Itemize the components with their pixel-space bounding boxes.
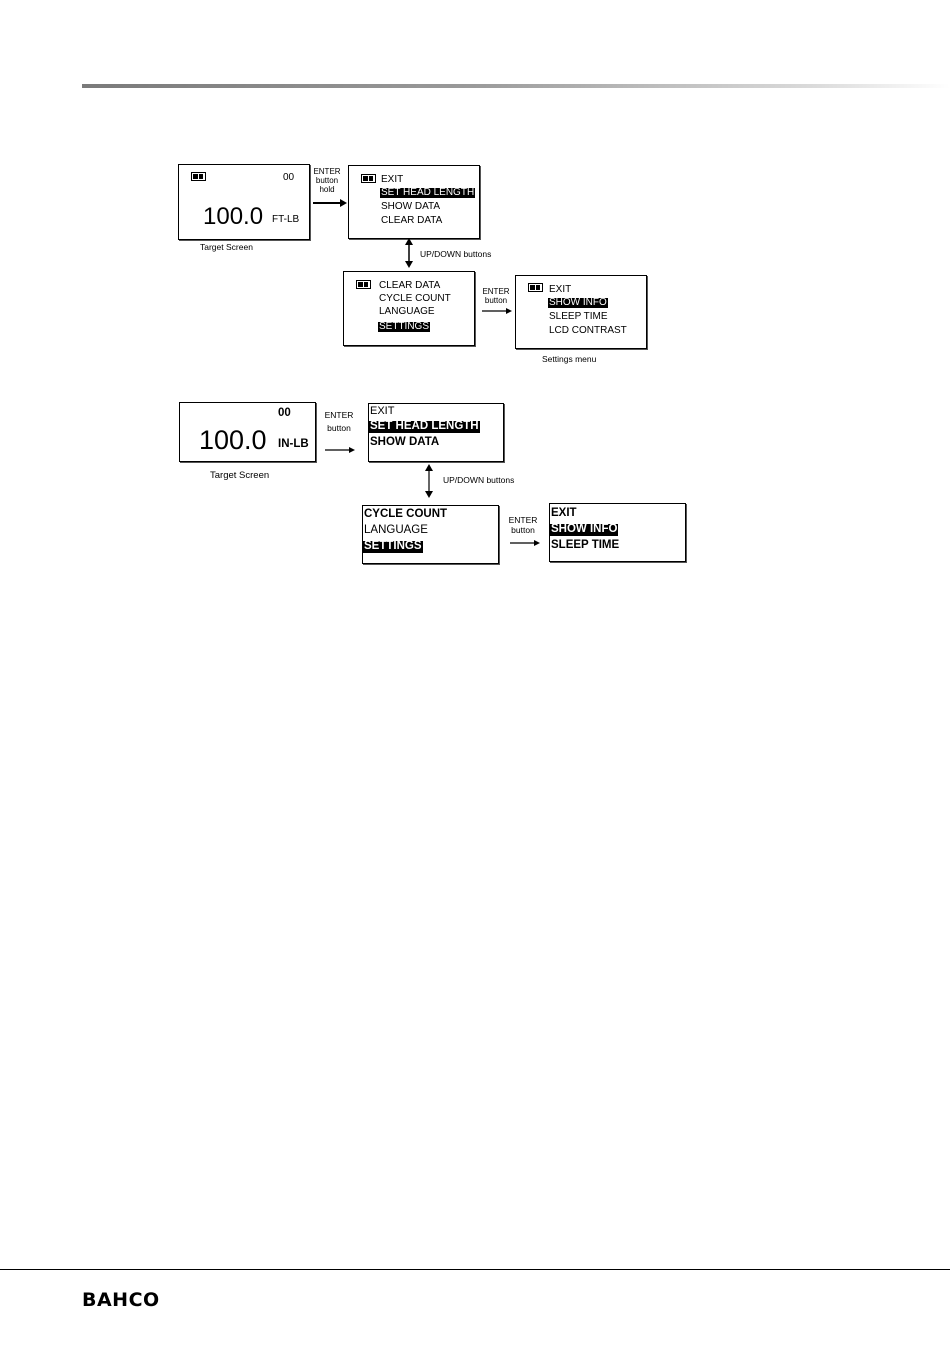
menu-item-selected: SET HEAD LENGTH	[369, 420, 480, 433]
menu-item: SHOW DATA	[381, 201, 441, 212]
menu-item: EXIT	[381, 174, 404, 185]
header-rule	[82, 84, 950, 88]
enter-label: ENTER button	[482, 287, 510, 306]
updown-label: UP/DOWN buttons	[443, 475, 515, 485]
menu-item-selected: SHOW INFO	[548, 297, 608, 308]
target-screen-caption: Target Screen	[200, 242, 253, 252]
up-down-arrow-icon	[425, 464, 433, 498]
menu-item: SHOW DATA	[370, 436, 440, 448]
unit-label: FT-LB	[272, 214, 300, 225]
target-screen-in: 00 100.0 IN-LB	[179, 402, 316, 462]
menu-item: CLEAR DATA	[379, 280, 441, 291]
menu-item-selected: SHOW INFO	[550, 523, 619, 536]
main-menu-in: EXIT SET HEAD LENGTH SHOW DATA	[368, 403, 504, 462]
scrolled-menu-in: CYCLE COUNT LANGUAGE SETTINGS	[362, 505, 499, 564]
enter-hold-label: ENTER button hold	[313, 167, 341, 195]
settings-menu-caption: Settings menu	[542, 354, 597, 364]
menu-item: EXIT	[551, 507, 577, 519]
battery-icon	[356, 280, 371, 289]
menu-item: SLEEP TIME	[551, 539, 620, 551]
menu-item: CLEAR DATA	[381, 215, 443, 226]
menu-item-selected: SET HEAD LENGTH	[380, 187, 476, 198]
target-screen-caption: Target Screen	[210, 470, 270, 481]
menu-item: EXIT	[370, 405, 395, 417]
updown-label: UP/DOWN buttons	[420, 249, 492, 259]
battery-icon	[361, 174, 376, 183]
menu-item: LCD CONTRAST	[549, 325, 627, 336]
menu-item: LANGUAGE	[364, 524, 428, 536]
up-down-arrow-icon	[405, 238, 413, 268]
menu-item: EXIT	[549, 284, 572, 295]
footer-rule	[0, 1269, 950, 1270]
main-menu-ft: EXIT SET HEAD LENGTH SHOW DATA CLEAR DAT…	[348, 165, 480, 239]
target-screen-ft: 00 100.0 FT-LB	[178, 164, 310, 240]
cycle-count-value: 00	[278, 407, 291, 419]
right-arrow-icon	[482, 308, 512, 314]
bahco-logo: BAHCO	[82, 1289, 160, 1311]
right-arrow-icon	[313, 199, 347, 207]
menu-item: CYCLE COUNT	[364, 508, 448, 520]
battery-icon	[528, 283, 543, 292]
enter-label: ENTER button	[324, 410, 354, 433]
settings-menu-in: EXIT SHOW INFO SLEEP TIME	[549, 503, 686, 562]
scrolled-menu-ft: CLEAR DATA CYCLE COUNT LANGUAGE SETTINGS	[343, 271, 475, 346]
menu-item: CYCLE COUNT	[379, 293, 451, 304]
right-arrow-icon	[325, 447, 355, 453]
torque-value: 100.0	[199, 425, 267, 455]
battery-icon	[191, 172, 206, 181]
unit-label: IN-LB	[278, 438, 309, 450]
menu-item-selected: SETTINGS	[363, 540, 423, 553]
enter-label: ENTER button	[508, 515, 538, 536]
menu-item: SLEEP TIME	[549, 311, 608, 322]
menu-item-selected: SETTINGS	[378, 321, 431, 332]
torque-value: 100.0	[203, 203, 264, 230]
cycle-count-value: 00	[283, 172, 295, 183]
menu-item: LANGUAGE	[379, 306, 435, 317]
settings-menu-ft: EXIT SHOW INFO SLEEP TIME LCD CONTRAST	[515, 275, 647, 349]
right-arrow-icon	[510, 540, 540, 546]
